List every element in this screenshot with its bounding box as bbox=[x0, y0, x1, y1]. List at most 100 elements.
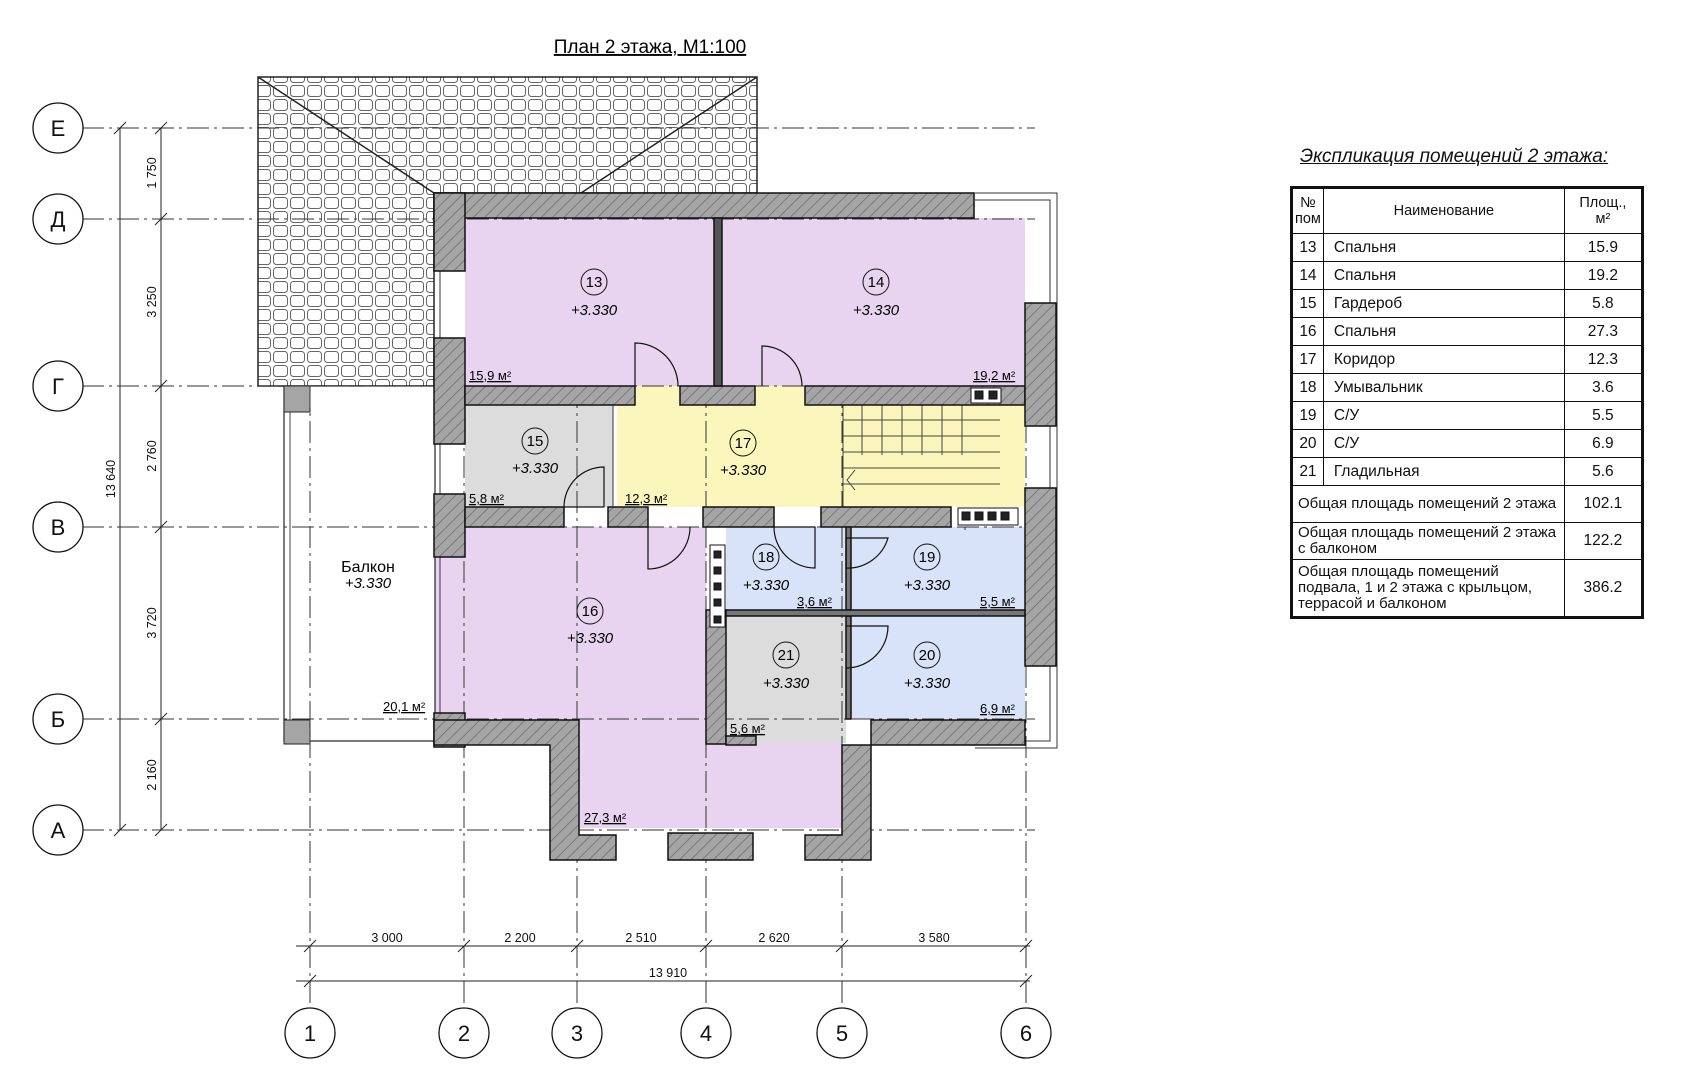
room-fills bbox=[435, 218, 1025, 828]
balcony-area: 20,1 м² bbox=[383, 699, 426, 714]
dim-h-1: 3 000 bbox=[371, 931, 402, 945]
axis-5: 5 bbox=[816, 1007, 868, 1059]
axis-2: 2 bbox=[438, 1007, 490, 1059]
room-15-area: 5,8 м² bbox=[469, 491, 505, 506]
room-17-number: 17 bbox=[735, 435, 752, 452]
dim-h-total: 13 910 bbox=[649, 966, 687, 980]
room-14-number-circle bbox=[862, 268, 890, 296]
room-15-number-circle bbox=[521, 427, 549, 455]
room-20-number-circle bbox=[913, 641, 941, 669]
balcony-level: +3.330 bbox=[345, 575, 392, 592]
svg-text:Е: Е bbox=[51, 116, 66, 141]
axis-letter-markers: Е Д Г В Б А bbox=[32, 102, 84, 856]
dim-v-4: 3 720 bbox=[145, 607, 159, 638]
room-20-number: 20 bbox=[919, 647, 936, 664]
room-21-number-circle bbox=[772, 641, 800, 669]
room-17-fill bbox=[617, 386, 1025, 507]
dim-h-2: 2 200 bbox=[504, 931, 535, 945]
explication-header: № пом Наименование Площ., м² bbox=[1291, 187, 1643, 234]
room-14-number: 14 bbox=[868, 274, 885, 291]
dim-v-5: 2 160 bbox=[145, 759, 159, 790]
svg-text:В: В bbox=[51, 515, 66, 540]
room-13-number: 13 bbox=[586, 274, 603, 291]
dim-h-3: 2 510 bbox=[625, 931, 656, 945]
svg-text:1: 1 bbox=[304, 1021, 316, 1046]
balcony bbox=[283, 385, 436, 745]
room-19-fill bbox=[846, 527, 1025, 610]
room-18-number-circle bbox=[752, 543, 780, 571]
room-13-level: +3.330 bbox=[571, 302, 618, 319]
room-18-level: +3.330 bbox=[743, 577, 790, 594]
axis-3: 3 bbox=[551, 1007, 603, 1059]
room-18-number: 18 bbox=[758, 549, 775, 566]
room-19-number: 19 bbox=[919, 549, 936, 566]
room-17-level: +3.330 bbox=[720, 462, 767, 479]
room-15-number: 15 bbox=[527, 433, 544, 450]
plan-title: План 2 этажа, М1:100 bbox=[554, 37, 746, 58]
svg-text:Г: Г bbox=[52, 374, 64, 399]
room-13-number-circle bbox=[580, 268, 608, 296]
dim-h-5: 3 580 bbox=[918, 931, 949, 945]
room-16-fill bbox=[435, 527, 842, 828]
svg-text:5: 5 bbox=[836, 1021, 848, 1046]
room-16-level: +3.330 bbox=[567, 630, 614, 647]
room-15-level: +3.330 bbox=[512, 460, 559, 477]
room-labels: 13 +3.330 15,9 м² 14 +3.330 19,2 м² 15 +… bbox=[341, 268, 1016, 825]
svg-text:3: 3 bbox=[571, 1021, 583, 1046]
header-name: Наименование bbox=[1322, 187, 1565, 234]
room-21-level: +3.330 bbox=[763, 675, 810, 692]
room-21-number: 21 bbox=[778, 647, 795, 664]
room-19-level: +3.330 bbox=[904, 577, 951, 594]
room-15-fill bbox=[465, 405, 613, 507]
explication-title: Экспликация помещений 2 этажа: bbox=[1300, 146, 1609, 167]
axis-E: Е bbox=[32, 102, 84, 154]
svg-text:4: 4 bbox=[700, 1021, 712, 1046]
room-13-fill bbox=[465, 218, 715, 386]
room-18-fill bbox=[726, 527, 846, 610]
axis-G: Г bbox=[32, 360, 84, 412]
vertical-dimension-labels: 1 750 3 250 2 760 3 720 2 160 13 640 bbox=[104, 157, 159, 790]
header-num: № пом bbox=[1291, 187, 1324, 234]
svg-text:Д: Д bbox=[51, 207, 66, 232]
total-row: Общая площадь помещений 2 этажа с балкон… bbox=[1291, 522, 1643, 560]
balcony-name: Балкон bbox=[341, 559, 395, 576]
horizontal-dimension-labels: 3 000 2 200 2 510 2 620 3 580 13 910 bbox=[371, 931, 949, 980]
svg-text:6: 6 bbox=[1020, 1021, 1032, 1046]
axis-D: Д bbox=[32, 193, 84, 245]
axis-number-markers: 1 2 3 4 5 6 bbox=[284, 1007, 1052, 1059]
dim-v-3: 2 760 bbox=[145, 440, 159, 471]
room-20-fill bbox=[846, 616, 1025, 719]
room-16-area: 27,3 м² bbox=[584, 810, 627, 825]
room-20-area: 6,9 м² bbox=[980, 701, 1016, 716]
svg-text:2: 2 bbox=[458, 1021, 470, 1046]
walls bbox=[433, 192, 1057, 861]
room-17-area: 12,3 м² bbox=[625, 491, 668, 506]
room-20-level: +3.330 bbox=[904, 675, 951, 692]
dim-h-4: 2 620 bbox=[758, 931, 789, 945]
axis-A: А bbox=[32, 804, 84, 856]
doors bbox=[563, 342, 889, 669]
room-14-fill bbox=[723, 218, 1025, 386]
dim-v-2: 3 250 bbox=[145, 286, 159, 317]
total-row: Общая площадь помещений подвала, 1 и 2 э… bbox=[1291, 559, 1643, 618]
room-16-number: 16 bbox=[582, 603, 599, 620]
svg-text:Б: Б bbox=[51, 707, 65, 732]
thin-walls bbox=[612, 405, 966, 530]
dim-v-1: 1 750 bbox=[145, 157, 159, 188]
axis-B: Б bbox=[32, 693, 84, 745]
room-14-area: 19,2 м² bbox=[973, 368, 1016, 383]
room-16-number-circle bbox=[576, 597, 604, 625]
room-21-area: 5,6 м² bbox=[730, 721, 766, 736]
